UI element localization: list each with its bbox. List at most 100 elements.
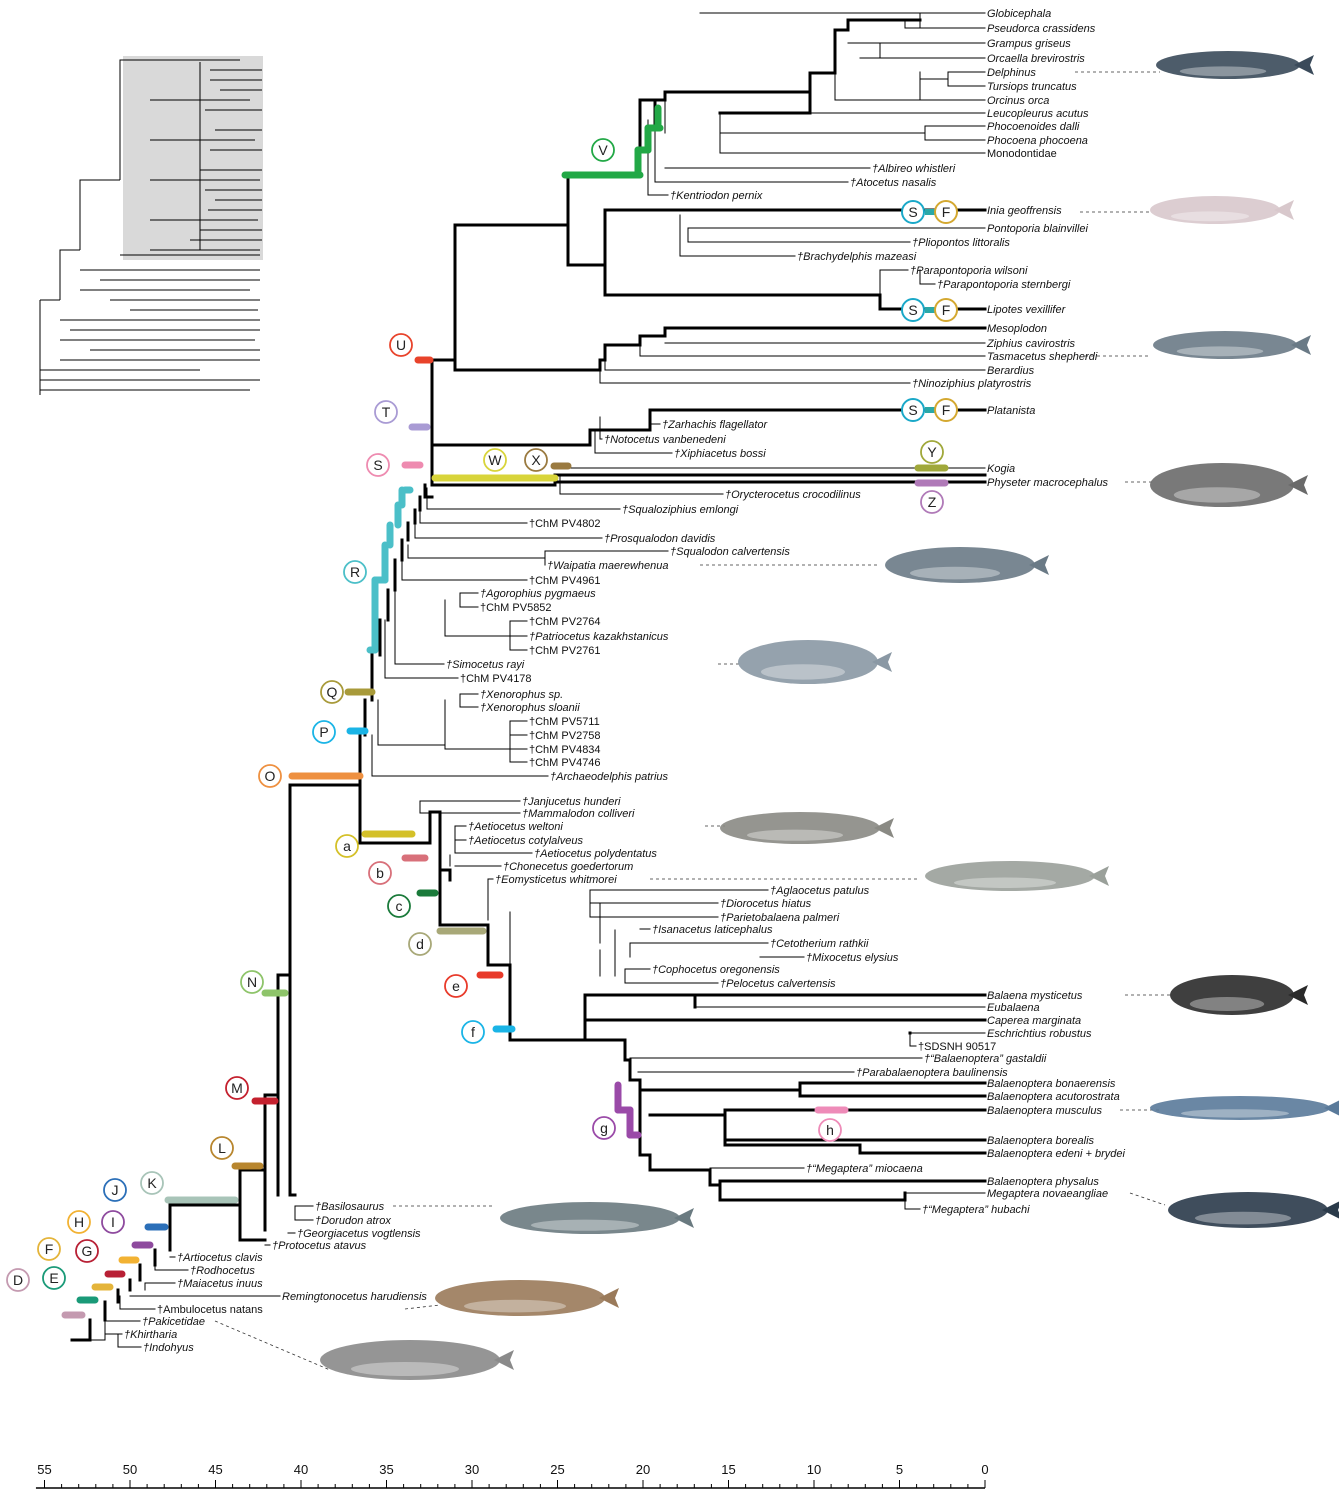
taxon-label: †Ambulocetus natans [157,1304,263,1316]
taxon-label: †Aetiocetus polydentatus [534,848,657,860]
axis-tick-label: 10 [807,1462,821,1477]
sperm-whale-silhouette [1150,463,1308,507]
sf-letter-F: F [942,302,951,318]
marker-letter-Y: Y [927,444,937,460]
marker-letter-L: L [218,1140,226,1156]
eomysticetus-silhouette [925,861,1109,891]
leader-line [215,1321,330,1370]
axis-tick-label: 35 [379,1462,393,1477]
taxon-label: Balaenoptera edeni + brydei [987,1148,1125,1160]
marker-letter-a: a [343,838,351,854]
marker-letter-R: R [350,564,360,580]
marker-letter-T: T [382,404,391,420]
taxon-label: †Albireo whistleri [872,163,956,175]
taxon-label: †Georgiacetus vogtlensis [297,1228,421,1240]
taxon-label: †Simocetus rayi [446,659,525,671]
marker-letter-N: N [247,974,257,990]
taxon-label: †Diorocetus hiatus [720,898,812,910]
taxon-label: Delphinus [987,67,1036,79]
sf-letter-S: S [908,204,917,220]
taxon-label: †“Megaptera” hubachi [922,1204,1030,1216]
taxon-label: Globicephala [987,8,1051,20]
marker-letter-V: V [598,142,608,158]
taxon-label: Balaenoptera physalus [987,1176,1099,1188]
marker-letter-e: e [452,978,460,994]
taxon-label: †Khirtharia [124,1329,177,1341]
taxon-label: †Maiacetus inuus [177,1278,263,1290]
taxon-label: †Parietobalaena palmeri [720,912,840,924]
taxon-label: Monodontidae [987,148,1057,160]
marker-letter-D: D [13,1272,23,1288]
taxon-label: †Aglaocetus patulus [770,885,870,897]
taxon-label: †Atocetus nasalis [850,177,937,189]
simocetus-silhouette [738,640,892,684]
taxon-label: Physeter macrocephalus [987,477,1109,489]
marker-letter-P: P [319,724,328,740]
taxon-label: Balaenoptera borealis [987,1135,1095,1147]
taxon-label: †Chonecetus goedertorum [503,861,633,873]
taxon-label: †Brachydelphis mazeasi [797,251,917,263]
leader-line [1130,1193,1165,1205]
sf-letter-F: F [942,402,951,418]
taxon-label: Tursiops truncatus [987,81,1077,93]
taxon-label: †Aetiocetus cotylalveus [468,835,583,847]
marker-letter-O: O [265,768,276,784]
axis-tick-label: 20 [636,1462,650,1477]
taxon-label: †ChM PV4746 [529,757,601,769]
marker-letter-b: b [376,865,384,881]
taxon-label: †Xenorophus sp. [480,689,563,701]
taxon-label: †Notocetus vanbenedeni [604,434,726,446]
taxon-label: †Cophocetus oregonensis [652,964,780,976]
taxon-label: Phocoenoides dalli [987,121,1080,133]
beaked-whale-silhouette [1153,331,1311,359]
taxon-label: †ChM PV4961 [529,575,601,587]
axis-tick-label: 40 [294,1462,308,1477]
taxon-label: Caperea marginata [987,1015,1081,1027]
taxon-label: †Kentriodon pernix [670,190,763,202]
taxon-label: †Artiocetus clavis [177,1252,263,1264]
squalodont-silhouette [885,547,1049,583]
taxon-label: Mesoplodon [987,323,1047,335]
taxon-label: †Waipatia maerewhenua [547,560,668,572]
marker-letter-W: W [488,452,502,468]
taxon-label: Tasmacetus shepherdi [987,351,1098,363]
taxon-label: Balaenoptera musculus [987,1105,1102,1117]
axis-tick-label: 5 [896,1462,903,1477]
axis-tick-label: 25 [550,1462,564,1477]
taxon-label: †Archaeodelphis patrius [550,771,669,783]
taxon-label: Platanista [987,405,1035,417]
marker-letter-h: h [826,1122,834,1138]
axis-tick-label: 45 [208,1462,222,1477]
taxon-label: †Pakicetidae [142,1316,205,1328]
aetiocetus-silhouette [720,812,894,844]
marker-letter-c: c [396,898,403,914]
marker-letter-G: G [82,1243,93,1259]
taxon-label: Kogia [987,463,1015,475]
taxon-label: †SDSNH 90517 [918,1041,996,1053]
taxon-label: †Squaloziphius emlongi [622,504,739,516]
taxon-label: †ChM PV2764 [529,616,601,628]
axis-tick-label: 15 [721,1462,735,1477]
axis-tick-label: 30 [465,1462,479,1477]
marker-letter-X: X [531,452,541,468]
taxon-label: Lipotes vexillifer [987,304,1067,316]
axis-tick-label: 0 [981,1462,988,1477]
bowhead-silhouette [1170,975,1308,1015]
blue-whale-silhouette [1150,1096,1339,1120]
marker-letter-M: M [231,1080,243,1096]
taxon-label: Eubalaena [987,1002,1040,1014]
taxon-label: Balaena mysticetus [987,990,1083,1002]
marker-letter-d: d [416,936,424,952]
taxon-label: Remingtonocetus harudiensis [282,1291,427,1303]
taxon-label: †Rodhocetus [190,1265,255,1277]
taxon-label: †ChM PV4178 [460,673,532,685]
river-dolphin-silhouette [1150,196,1294,224]
taxon-label: †Xiphiacetus bossi [674,448,766,460]
taxon-label: †Aetiocetus weltoni [468,821,563,833]
marker-letter-H: H [74,1214,84,1230]
taxon-label: †Zarhachis flagellator [662,419,769,431]
taxon-label: †ChM PV5852 [480,602,552,614]
taxon-label: †Pelocetus calvertensis [720,978,836,990]
humpback-silhouette [1168,1192,1339,1228]
